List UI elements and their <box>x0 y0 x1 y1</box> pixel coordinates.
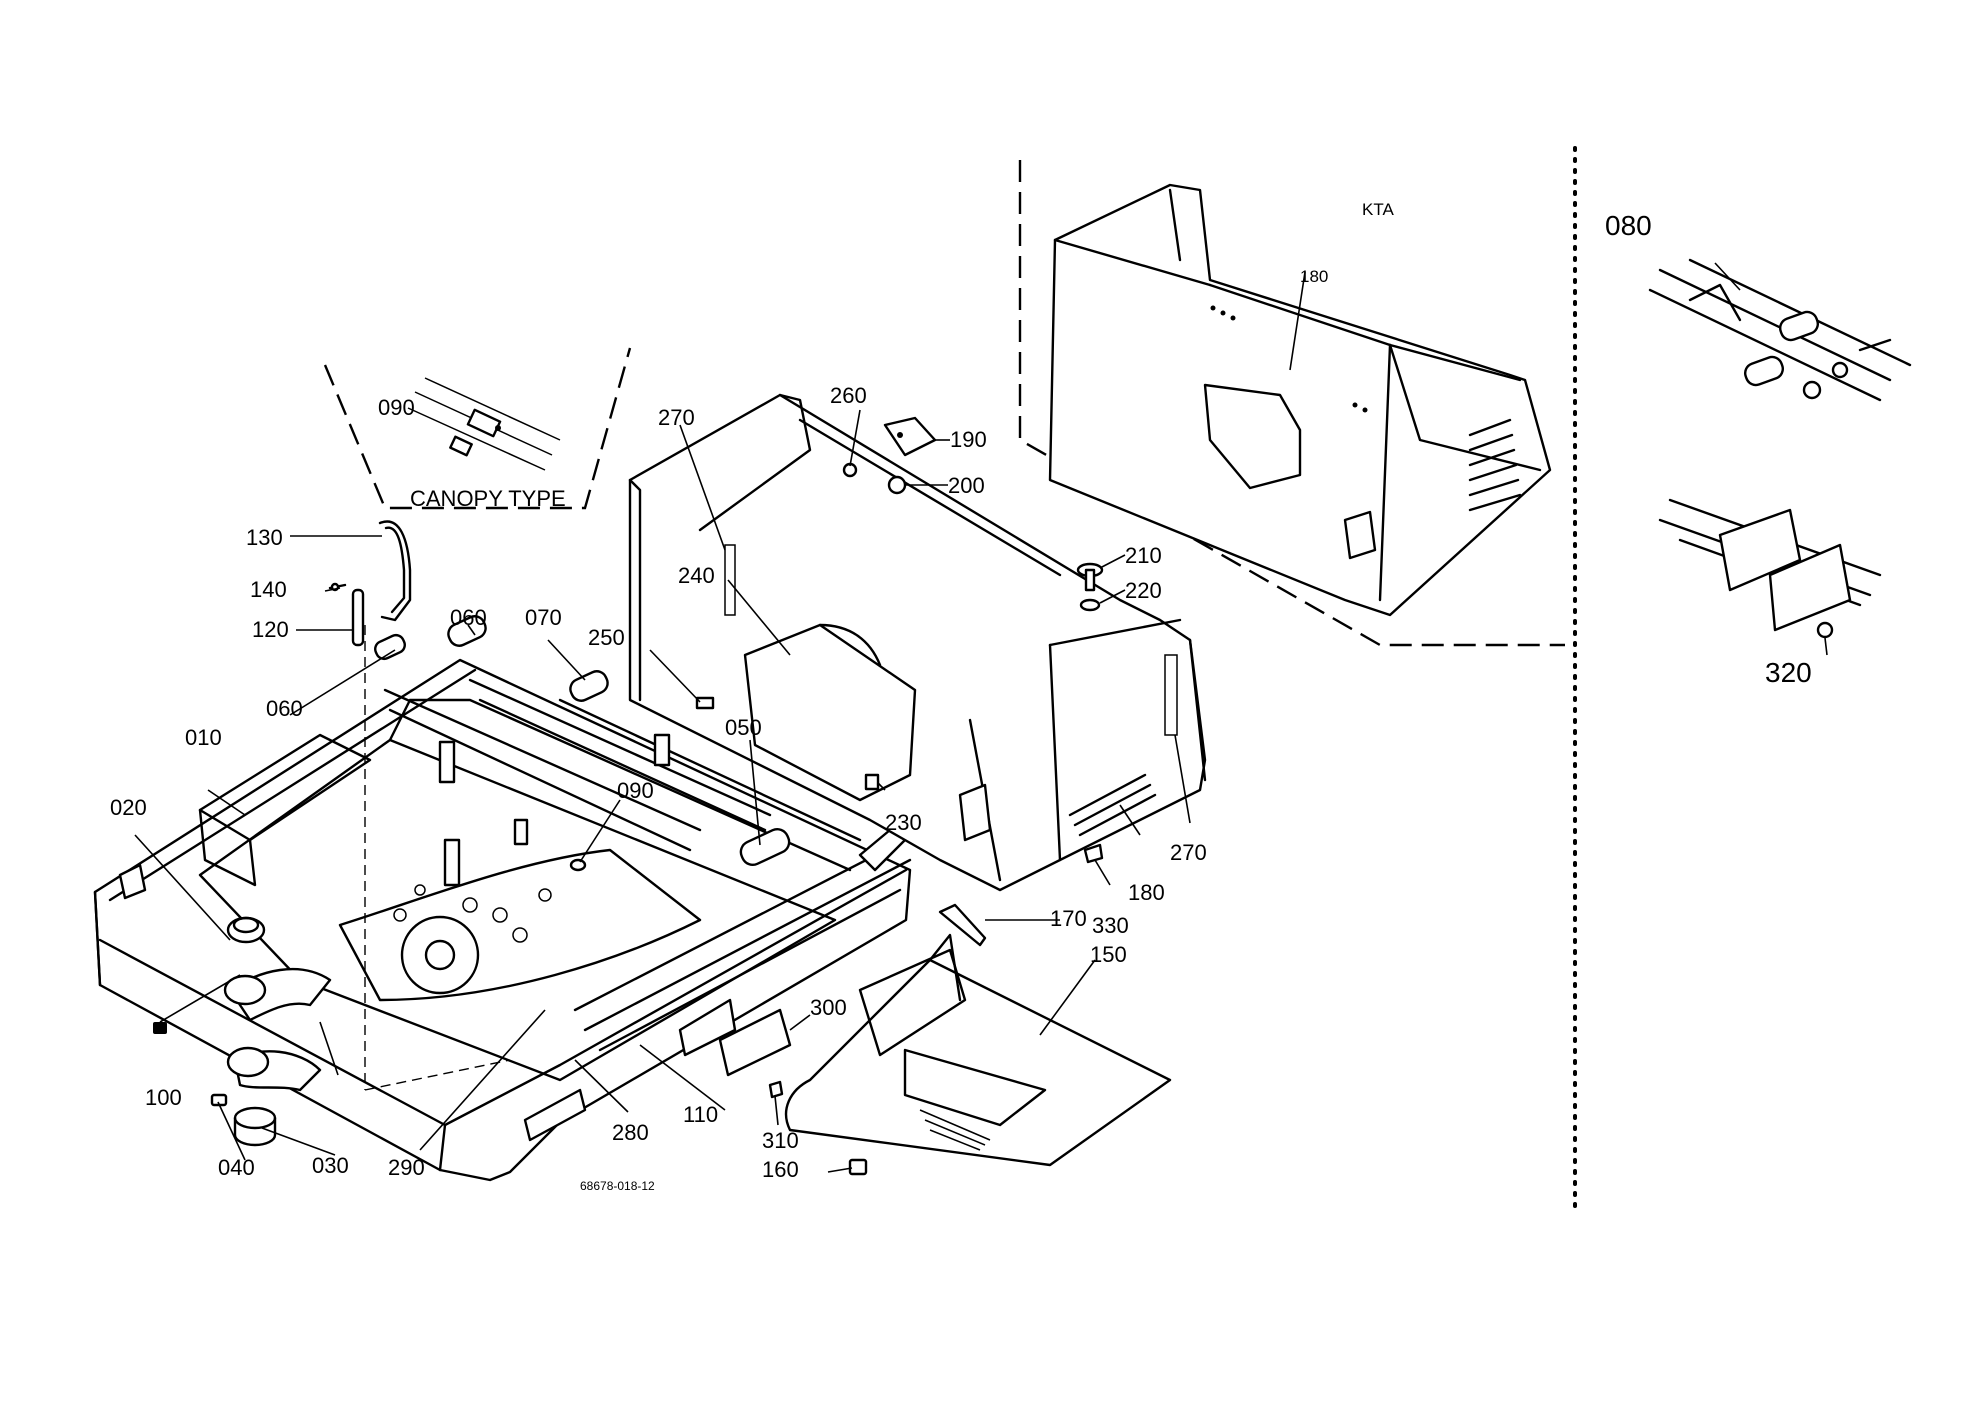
label-300: 300 <box>810 995 847 1020</box>
label-060-center: 060 <box>450 605 487 630</box>
label-150: 150 <box>1090 942 1127 967</box>
stud-230 <box>864 773 880 791</box>
label-010: 010 <box>185 725 222 750</box>
main-frame <box>93 615 912 1182</box>
label-260: 260 <box>830 383 867 408</box>
label-190: 190 <box>950 427 987 452</box>
label-drawing-number: 68678-018-12 <box>580 1179 655 1193</box>
detail-320 <box>1658 498 1882 639</box>
hood-cover <box>628 393 1207 892</box>
label-270-right: 270 <box>1170 840 1207 865</box>
bolt-210 <box>1076 562 1104 592</box>
screw-310 <box>768 1080 784 1099</box>
label-060-left: 060 <box>266 696 303 721</box>
label-310: 310 <box>762 1128 799 1153</box>
label-180-kta: 180 <box>1300 267 1328 286</box>
bumper-030 <box>233 1106 277 1147</box>
detail-080 <box>1648 258 1912 402</box>
label-canopy-type: CANOPY TYPE <box>410 486 566 511</box>
label-040: 040 <box>218 1155 255 1180</box>
label-130: 130 <box>246 525 283 550</box>
bolt-100 <box>153 974 241 1034</box>
label-080: 080 <box>1605 210 1652 241</box>
label-kta: KTA <box>1362 200 1394 219</box>
label-100: 100 <box>145 1085 182 1110</box>
label-020: 020 <box>110 795 147 820</box>
hinge-190 <box>883 416 937 457</box>
label-290: 290 <box>388 1155 425 1180</box>
label-320: 320 <box>1765 657 1812 688</box>
label-110: 110 <box>683 1102 718 1127</box>
label-140: 140 <box>250 577 287 602</box>
label-270-left: 270 <box>658 405 695 430</box>
clip-330 <box>1083 843 1104 864</box>
label-240: 240 <box>678 563 715 588</box>
bolt-160 <box>848 1158 868 1176</box>
labels: CANOPY TYPE KTA 68678-018-12 010 020 030… <box>110 200 1812 1193</box>
label-120: 120 <box>252 617 289 642</box>
lever-130 <box>378 520 412 622</box>
label-200: 200 <box>948 473 985 498</box>
bracket-300 <box>718 1008 792 1077</box>
washer-220 <box>1079 598 1101 612</box>
label-210: 210 <box>1125 543 1162 568</box>
kta-variant-boundary <box>1018 160 1565 647</box>
label-090-frame: 090 <box>617 778 654 803</box>
bolt-250 <box>695 696 715 710</box>
label-250: 250 <box>588 625 625 650</box>
canopy-type-inset <box>323 347 632 510</box>
label-160: 160 <box>762 1157 799 1182</box>
label-030: 030 <box>312 1153 349 1178</box>
bolt-200 <box>887 475 907 495</box>
label-070: 070 <box>525 605 562 630</box>
label-180-hood: 180 <box>1128 880 1165 905</box>
label-090-inset: 090 <box>378 395 415 420</box>
rod-120 <box>351 588 365 647</box>
hook-170 <box>938 903 987 947</box>
label-330: 330 <box>1092 913 1129 938</box>
label-230: 230 <box>885 810 922 835</box>
label-280: 280 <box>612 1120 649 1145</box>
leader-lines <box>134 262 1828 1173</box>
step-150 <box>784 933 1172 1167</box>
label-050: 050 <box>725 715 762 740</box>
label-220: 220 <box>1125 578 1162 603</box>
kta-cover <box>1048 183 1552 617</box>
clip-090 <box>569 858 587 872</box>
label-170: 170 <box>1050 906 1087 931</box>
